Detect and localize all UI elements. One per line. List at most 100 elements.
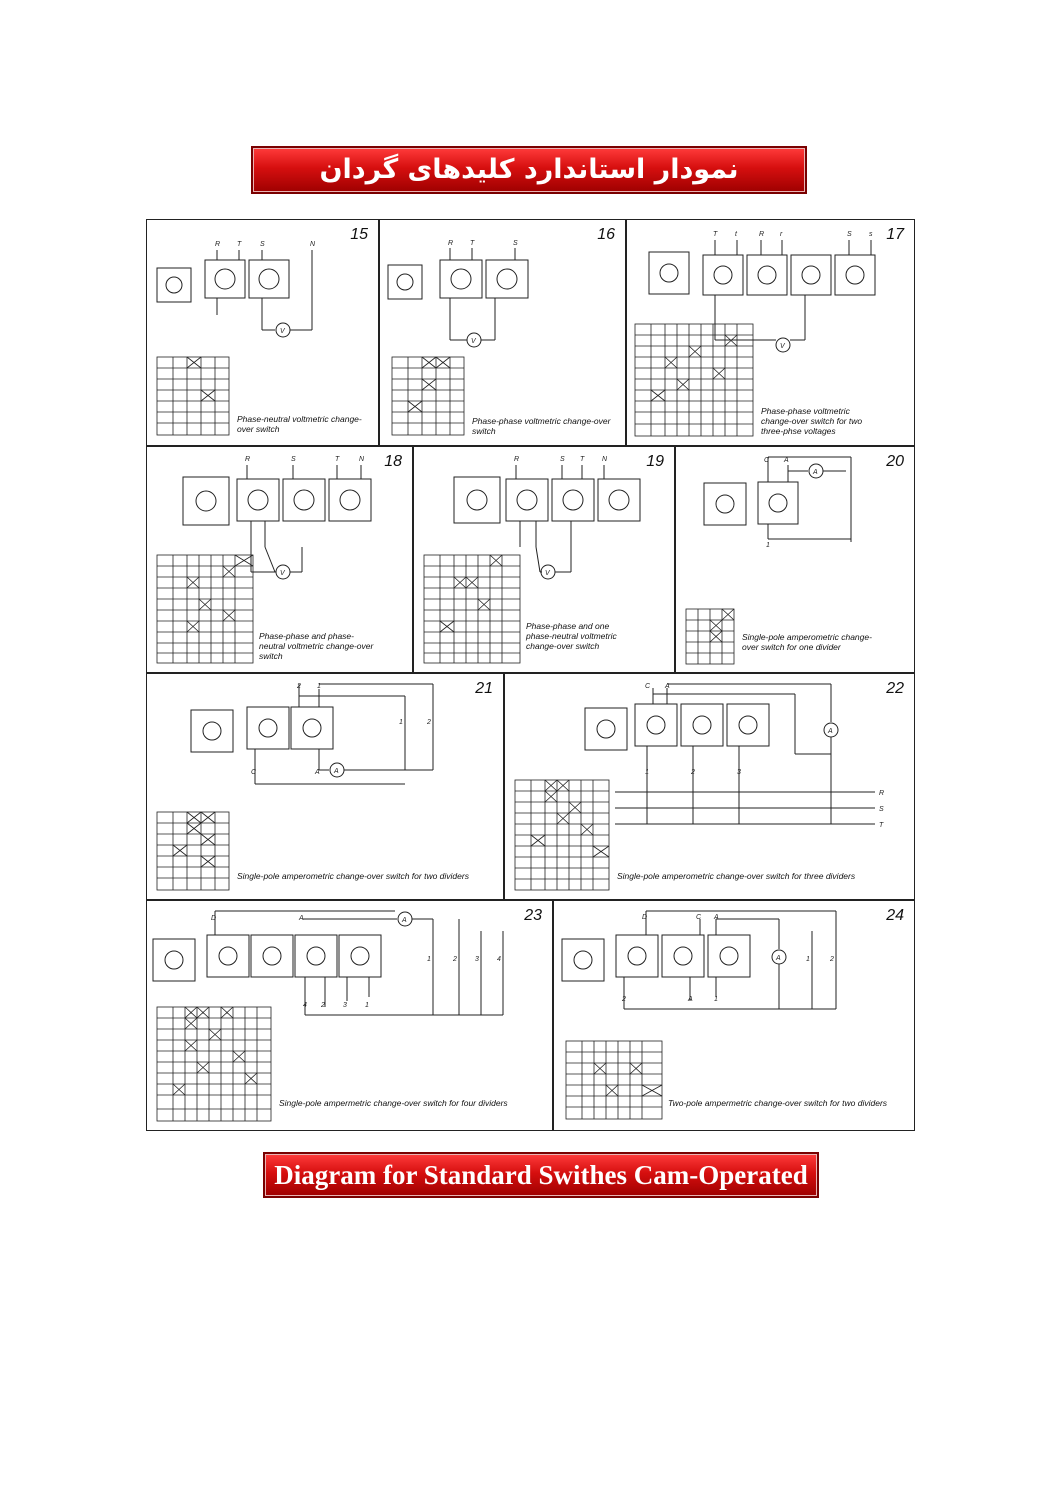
svg-text:S: S — [879, 806, 884, 813]
svg-text:3: 3 — [475, 956, 479, 963]
svg-text:D: D — [642, 914, 647, 921]
svg-text:A: A — [687, 996, 693, 1003]
svg-text:2: 2 — [296, 683, 301, 690]
switch-diagram: R T S N V — [156, 241, 316, 436]
svg-text:1: 1 — [427, 956, 431, 963]
panel-caption: Two-pole ampermetric change-over switch … — [668, 1098, 888, 1108]
svg-text:2: 2 — [452, 956, 457, 963]
svg-text:A: A — [812, 469, 818, 476]
svg-text:A: A — [298, 915, 304, 922]
panel-caption: Single-pole amperometric change-over swi… — [237, 871, 469, 881]
svg-text:A: A — [783, 457, 789, 464]
svg-text:D: D — [211, 915, 216, 922]
panel-caption: Single-pole amperometric change-over swi… — [617, 871, 856, 881]
svg-text:V: V — [471, 338, 477, 345]
svg-text:2: 2 — [426, 719, 431, 726]
panel-15: 15 R T S N V Phase-neutral voltmetric chang… — [146, 219, 379, 446]
svg-text:R: R — [759, 231, 764, 238]
svg-text:S: S — [260, 241, 265, 248]
svg-text:R: R — [514, 456, 519, 463]
panel-number: 19 — [646, 453, 664, 470]
panel-number: 24 — [886, 907, 904, 924]
svg-text:4: 4 — [303, 1002, 307, 1009]
english-title-banner: Diagram for Standard Swithes Cam-Operate… — [263, 1152, 819, 1198]
svg-text:A: A — [713, 914, 719, 921]
svg-text:1: 1 — [806, 956, 810, 963]
svg-text:T: T — [470, 240, 475, 247]
svg-text:S: S — [847, 231, 852, 238]
svg-text:C: C — [696, 914, 702, 921]
svg-text:A: A — [664, 683, 670, 690]
svg-text:N: N — [310, 241, 316, 248]
panel-number: 23 — [524, 907, 542, 924]
svg-text:C: C — [764, 457, 770, 464]
svg-text:T: T — [713, 231, 718, 238]
svg-text:R: R — [448, 240, 453, 247]
panel-caption: Phase-neutral voltmetric change-over swi… — [237, 414, 362, 434]
panel-number: 15 — [350, 226, 368, 243]
svg-text:2: 2 — [320, 1002, 325, 1009]
svg-text:N: N — [602, 456, 608, 463]
svg-text:A: A — [333, 768, 339, 775]
svg-text:A: A — [401, 917, 407, 924]
svg-text:1: 1 — [399, 719, 403, 726]
panel-caption: Single-pole ampermetric change-over swit… — [279, 1098, 508, 1108]
svg-text:s: s — [869, 231, 873, 238]
panel-number: 20 — [886, 453, 904, 470]
switch-diagram: 2 1C A A 1 2 — [156, 683, 434, 891]
panel-number: 22 — [886, 680, 904, 697]
svg-text:t: t — [735, 231, 738, 238]
svg-text:C: C — [645, 683, 651, 690]
svg-text:V: V — [545, 570, 551, 577]
svg-text:3: 3 — [737, 769, 741, 776]
svg-text:V: V — [780, 343, 786, 350]
svg-text:S: S — [560, 456, 565, 463]
persian-title-banner: نمودار استاندارد کلیدهای گردان — [251, 146, 807, 194]
svg-text:A: A — [314, 769, 320, 776]
svg-text:A: A — [827, 728, 833, 735]
svg-text:2: 2 — [621, 996, 626, 1003]
svg-text:1: 1 — [766, 542, 770, 549]
svg-text:V: V — [280, 328, 286, 335]
svg-text:2: 2 — [829, 956, 834, 963]
svg-text:T: T — [879, 822, 884, 829]
svg-text:1: 1 — [714, 996, 718, 1003]
panel-20: 20 C A A 1 Single-pole amperometric change-… — [675, 446, 915, 673]
panel-caption: Single-pole amperometric change-over swi… — [742, 632, 872, 652]
panel-number: 17 — [886, 226, 904, 243]
svg-text:1: 1 — [365, 1002, 369, 1009]
svg-text:S: S — [291, 456, 296, 463]
svg-text:A: A — [775, 955, 781, 962]
panel-number: 18 — [384, 453, 402, 470]
svg-text:1: 1 — [645, 769, 649, 776]
panel-number: 21 — [475, 680, 493, 697]
panel-caption: Phase-phase and one phase-neutral voltme… — [526, 621, 617, 651]
panel-caption: Phase-phase voltmetric change-over switc… — [761, 406, 863, 436]
svg-text:V: V — [280, 570, 286, 577]
svg-text:1: 1 — [317, 683, 321, 690]
svg-text:C: C — [251, 769, 257, 776]
svg-text:T: T — [237, 241, 242, 248]
panel-number: 16 — [597, 226, 615, 243]
svg-text:R: R — [215, 241, 220, 248]
switch-diagram: C A A 1 — [685, 456, 852, 665]
svg-text:r: r — [780, 231, 783, 238]
svg-text:N: N — [359, 456, 365, 463]
svg-text:R: R — [245, 456, 250, 463]
svg-text:4: 4 — [497, 956, 501, 963]
